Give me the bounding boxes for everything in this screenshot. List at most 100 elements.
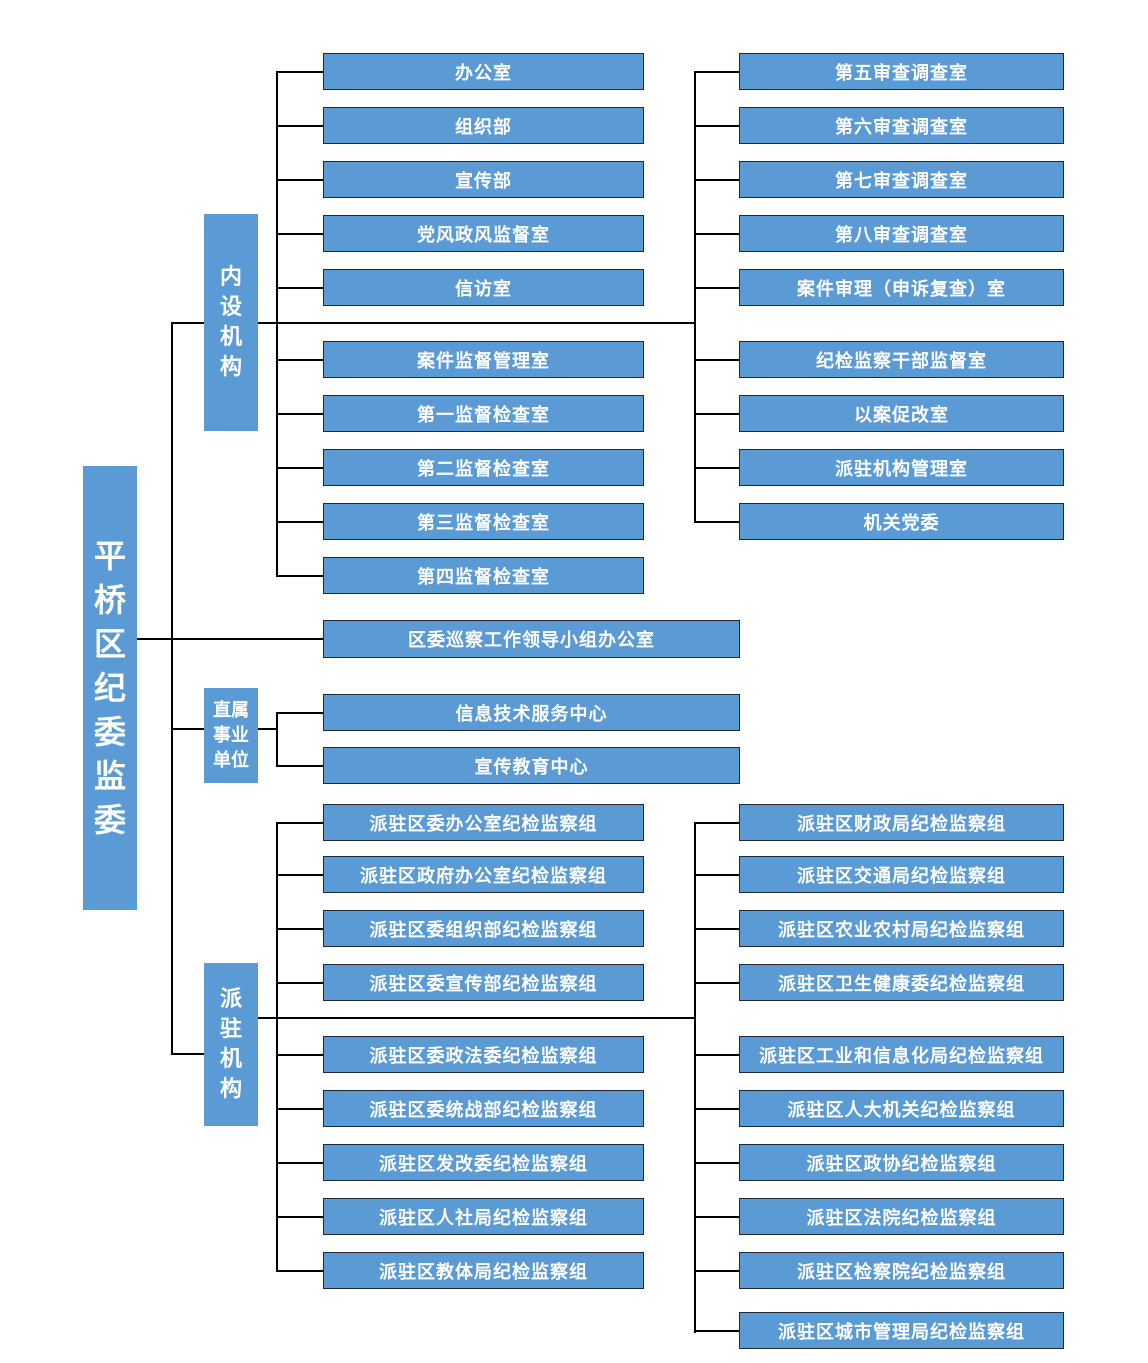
org-unit-node: 第三监督检查室: [323, 503, 644, 540]
org-unit-node: 派驻区检察院纪检监察组: [739, 1252, 1064, 1289]
connector-line: [694, 233, 739, 235]
org-unit-node: 派驻区教体局纪检监察组: [323, 1252, 644, 1289]
org-unit-node: 第四监督检查室: [323, 557, 644, 594]
org-unit-node: 派驻区财政局纪检监察组: [739, 804, 1064, 841]
connector-line: [137, 638, 323, 640]
org-unit-node: 宣传教育中心: [323, 747, 740, 784]
connector-line: [276, 1270, 323, 1272]
connector-line: [276, 982, 323, 984]
connector-line: [694, 822, 739, 824]
connector-line: [694, 1108, 739, 1110]
org-unit-node: 第六审查调查室: [739, 107, 1064, 144]
org-unit-node: 派驻区委办公室纪检监察组: [323, 804, 644, 841]
connector-line: [276, 71, 278, 576]
connector-line: [258, 1017, 695, 1019]
connector-line: [694, 1330, 739, 1332]
root-label: 平桥区纪委监委: [93, 537, 126, 839]
connector-line: [276, 575, 323, 577]
connector-line: [276, 179, 323, 181]
connector-line: [276, 71, 323, 73]
connector-line: [276, 413, 323, 415]
org-unit-node: 派驻区政协纪检监察组: [739, 1144, 1064, 1181]
connector-line: [276, 874, 323, 876]
connector-line: [276, 928, 323, 930]
connector-line: [694, 179, 739, 181]
org-unit-node: 第二监督检查室: [323, 449, 644, 486]
connector-line: [694, 982, 739, 984]
connector-line: [694, 521, 739, 523]
connector-line: [276, 521, 323, 523]
connector-line: [694, 874, 739, 876]
affiliated-group-label: 直属事业单位: [213, 700, 249, 771]
connector-line: [694, 125, 739, 127]
org-unit-node: 案件审理（申诉复查）室: [739, 269, 1064, 306]
internal-group-label: 内设机构: [219, 264, 242, 380]
internal-group-node: 内设机构: [204, 214, 258, 431]
org-unit-node: 办公室: [323, 53, 644, 90]
connector-line: [171, 322, 204, 324]
connector-line: [276, 712, 278, 765]
connector-line: [171, 1053, 204, 1055]
org-unit-node: 派驻区委宣传部纪检监察组: [323, 964, 644, 1001]
connector-line: [694, 71, 696, 522]
org-unit-node: 派驻区政府办公室纪检监察组: [323, 856, 644, 893]
org-unit-node: 派驻区卫生健康委纪检监察组: [739, 964, 1064, 1001]
inspection-office-node: 区委巡察工作领导小组办公室: [323, 620, 740, 658]
org-unit-node: 宣传部: [323, 161, 644, 198]
connector-line: [694, 287, 739, 289]
connector-line: [276, 287, 323, 289]
org-unit-node: 派驻区城市管理局纪检监察组: [739, 1312, 1064, 1349]
connector-line: [694, 359, 739, 361]
connector-line: [276, 822, 278, 1270]
org-unit-node: 以案促改室: [739, 395, 1064, 432]
connector-line: [694, 1216, 739, 1218]
org-unit-node: 派驻区委政法委纪检监察组: [323, 1036, 644, 1073]
org-unit-node: 第一监督检查室: [323, 395, 644, 432]
connector-line: [276, 467, 323, 469]
connector-line: [276, 1162, 323, 1164]
org-unit-node: 派驻区委组织部纪检监察组: [323, 910, 644, 947]
root-node: 平桥区纪委监委: [83, 466, 137, 910]
connector-line: [694, 928, 739, 930]
connector-line: [276, 359, 323, 361]
org-unit-node: 派驻区法院纪检监察组: [739, 1198, 1064, 1235]
dispatched-group-node: 派驻机构: [204, 963, 258, 1126]
org-unit-node: 案件监督管理室: [323, 341, 644, 378]
connector-line: [694, 1162, 739, 1164]
org-unit-node: 机关党委: [739, 503, 1064, 540]
connector-line: [276, 1108, 323, 1110]
org-unit-node: 第七审查调查室: [739, 161, 1064, 198]
org-unit-node: 派驻区交通局纪检监察组: [739, 856, 1064, 893]
connector-line: [694, 467, 739, 469]
connector-line: [276, 125, 323, 127]
connector-line: [258, 728, 276, 730]
connector-line: [171, 728, 204, 730]
connector-line: [276, 765, 323, 767]
connector-line: [694, 71, 739, 73]
connector-line: [276, 822, 323, 824]
connector-line: [276, 712, 323, 714]
connector-line: [694, 413, 739, 415]
connector-line: [276, 1216, 323, 1218]
connector-line: [694, 822, 696, 1333]
org-unit-node: 第八审查调查室: [739, 215, 1064, 252]
connector-line: [258, 322, 695, 324]
org-unit-node: 派驻区发改委纪检监察组: [323, 1144, 644, 1181]
org-unit-node: 纪检监察干部监督室: [739, 341, 1064, 378]
org-unit-node: 派驻区人社局纪检监察组: [323, 1198, 644, 1235]
connector-line: [276, 233, 323, 235]
org-unit-node: 组织部: [323, 107, 644, 144]
connector-line: [276, 1054, 323, 1056]
org-unit-node: 信访室: [323, 269, 644, 306]
connector-line: [694, 1270, 739, 1272]
org-unit-node: 派驻机构管理室: [739, 449, 1064, 486]
org-unit-node: 派驻区农业农村局纪检监察组: [739, 910, 1064, 947]
org-unit-node: 第五审查调查室: [739, 53, 1064, 90]
org-unit-node: 派驻区委统战部纪检监察组: [323, 1090, 644, 1127]
connector-line: [694, 1054, 739, 1056]
org-unit-node: 派驻区工业和信息化局纪检监察组: [739, 1036, 1064, 1073]
connector-line: [171, 322, 173, 1054]
org-unit-node: 党风政风监督室: [323, 215, 644, 252]
affiliated-group-node: 直属事业单位: [204, 688, 258, 783]
